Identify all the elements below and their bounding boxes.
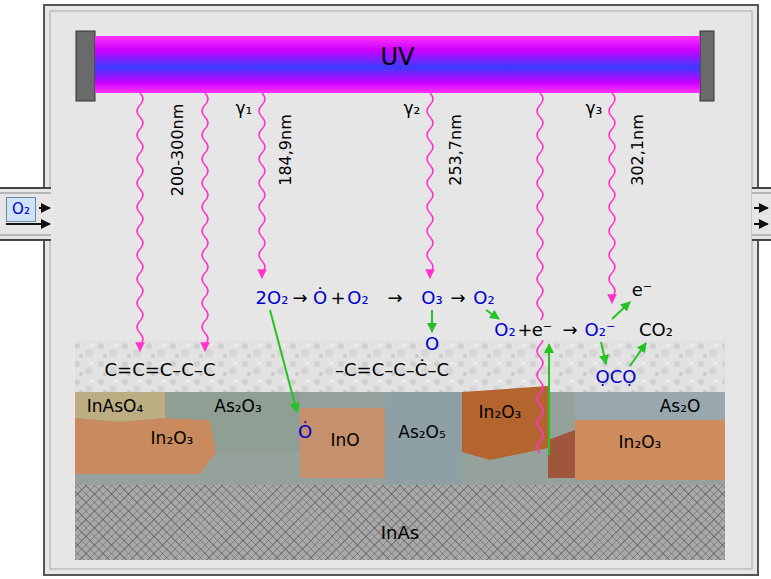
reaction-plus: + [329, 288, 346, 308]
wavelength-label: 200-300nm [169, 104, 187, 197]
uv-lamp: UV [95, 36, 700, 93]
species-label: O [425, 334, 439, 354]
oxide-patch [75, 418, 216, 474]
species-label: O₂ [493, 320, 516, 340]
outlet-wall [752, 193, 771, 194]
species-label: O₂ [472, 288, 495, 308]
reaction-path [270, 310, 297, 412]
outlet-wall [752, 235, 771, 236]
species-label: CO₂ [638, 320, 674, 340]
species-label: O₂ [346, 288, 369, 308]
photon-label: γ₁ [236, 99, 253, 118]
gas-flow-arrow [754, 223, 768, 225]
oxide-patch [300, 408, 385, 478]
chamber [44, 5, 758, 575]
oxide-label: InAsO₄ [87, 397, 143, 416]
oxide-label: As₂O [660, 397, 701, 416]
reaction-path [486, 310, 499, 319]
uv-photon [427, 93, 433, 278]
photon-label: γ₃ [586, 99, 603, 118]
inlet-wall [0, 239, 51, 241]
lamp-cap [700, 31, 714, 101]
substrate-label: InAs [381, 523, 419, 543]
reaction-path [601, 342, 606, 364]
gas-flow-arrow [754, 207, 768, 209]
species-label: ỌCỌ [596, 367, 637, 387]
outlet-tube [752, 188, 771, 240]
uv-photon [259, 93, 265, 278]
surface-layer [75, 340, 725, 392]
oxide-patch [462, 386, 548, 460]
reaction-path [431, 310, 433, 332]
gas-label-box: O₂ [6, 197, 36, 222]
uv-photon [137, 93, 143, 351]
reaction-arrow: → [291, 288, 308, 308]
inlet-wall [0, 235, 51, 236]
gas-flow-arrow [6, 223, 50, 225]
oxide-patch [548, 430, 575, 478]
gas-label: O₂ [12, 201, 30, 218]
substrate-layer: InAs [75, 485, 725, 560]
oxide-patch [75, 392, 165, 422]
reaction-arrow: → [386, 288, 403, 308]
oxide-layer [75, 392, 725, 485]
oxide-label: As₂O₃ [214, 397, 262, 416]
species-label: O₂⁻ [584, 320, 617, 340]
photon-label: γ₂ [404, 99, 421, 118]
species-label: 2O₂ [255, 288, 290, 308]
uv-photon [202, 93, 208, 351]
species-label: e⁻ [531, 320, 554, 340]
oxide-label: In₂O₃ [619, 433, 662, 452]
outlet-wall [752, 187, 771, 189]
species-label: Ȯ [312, 288, 328, 308]
species-label: O₃ [420, 288, 443, 308]
electron-path [548, 344, 550, 455]
inlet-tube [0, 188, 52, 240]
carbon-chain: C=C=C–C–C [104, 360, 215, 380]
lamp-label: UV [381, 44, 415, 70]
reaction-arrow: → [561, 320, 578, 340]
lamp-cap [76, 31, 95, 101]
carbon-chain: –C=C–C–Ċ–C [335, 360, 449, 380]
oxide-label: In₂O₃ [151, 429, 194, 448]
reaction-path [630, 343, 646, 366]
reaction-path [612, 302, 630, 319]
uv-photon [609, 93, 615, 303]
oxide-patch [575, 392, 725, 420]
uv-photon [537, 93, 543, 453]
reaction-arrow: → [449, 288, 466, 308]
oxide-label: In₂O₃ [479, 403, 522, 422]
oxide-label: As₂O₅ [398, 423, 446, 442]
oxide-patch [575, 420, 725, 480]
outlet-wall [752, 239, 771, 241]
oxide-patch [385, 392, 462, 485]
wavelength-label: 302,1nm [629, 114, 647, 186]
chamber-inner-wall [50, 11, 752, 569]
gas-flow-arrow [39, 207, 50, 209]
oxide-label: InO [330, 431, 359, 450]
inlet-wall [0, 193, 51, 194]
inlet-wall [0, 187, 51, 189]
wavelength-label: 253,7nm [447, 114, 465, 186]
species-label: Ȯ [298, 422, 312, 442]
wavelength-label: 184,9nm [277, 114, 295, 186]
species-label: e⁻ [631, 280, 654, 300]
